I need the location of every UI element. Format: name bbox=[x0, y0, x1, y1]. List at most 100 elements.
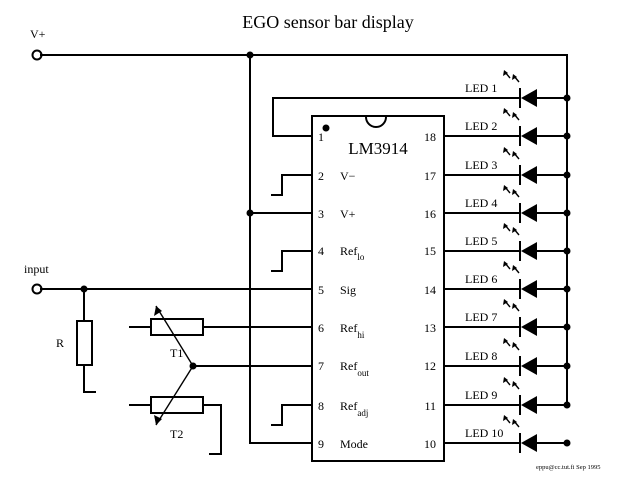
led-label: LED 5 bbox=[465, 234, 497, 248]
trimmer-t1 bbox=[150, 318, 204, 336]
pin-name: Sig bbox=[340, 283, 356, 297]
resistor-ground bbox=[83, 364, 96, 393]
led-1: LED 1 bbox=[465, 70, 571, 108]
led-diode-symbol bbox=[521, 318, 537, 336]
pin1-marker-dot bbox=[322, 124, 330, 132]
junction-dot bbox=[563, 132, 571, 140]
pin-name: Refadj bbox=[340, 399, 368, 418]
pin8-ground bbox=[271, 404, 313, 426]
led-2: LED 2 bbox=[465, 108, 571, 146]
led-diode-symbol bbox=[521, 242, 537, 260]
led-9: LED 9 bbox=[465, 377, 571, 415]
light-arrowhead bbox=[512, 227, 517, 233]
pin-name-sub: hi bbox=[357, 330, 365, 340]
led-6: LED 6 bbox=[465, 261, 571, 299]
light-arrowhead bbox=[512, 342, 517, 348]
diagram-title: EGO sensor bar display bbox=[242, 12, 413, 32]
light-arrowhead bbox=[512, 381, 517, 387]
pin-name: Reflo bbox=[340, 244, 365, 262]
right-pin-labels: 18 17 16 15 14 13 12 11 10 bbox=[424, 130, 436, 451]
pin-number: 4 bbox=[318, 244, 324, 258]
vplus-label: V+ bbox=[30, 27, 46, 41]
pin-number: 17 bbox=[424, 169, 436, 183]
t2-wiper bbox=[155, 365, 194, 426]
light-arrowhead bbox=[503, 185, 508, 191]
pin-number: 12 bbox=[424, 359, 436, 373]
input-label: input bbox=[24, 262, 49, 276]
led-4: LED 4 bbox=[465, 185, 571, 223]
led-diode-symbol bbox=[521, 280, 537, 298]
light-arrowhead bbox=[503, 377, 508, 383]
resistor-r bbox=[76, 320, 93, 366]
junction-dot bbox=[563, 362, 571, 370]
pin1-mode-wire bbox=[272, 97, 521, 137]
pin-number: 7 bbox=[318, 359, 324, 373]
pin-number: 3 bbox=[318, 207, 324, 221]
pin-number: 16 bbox=[424, 207, 436, 221]
pin-number: 10 bbox=[424, 437, 436, 451]
light-arrowhead bbox=[503, 299, 508, 305]
led-diode-symbol bbox=[521, 434, 537, 452]
t1-wiper bbox=[155, 305, 194, 367]
led-diode-symbol bbox=[521, 127, 537, 145]
pin-name: Refout bbox=[340, 359, 369, 378]
junction-dot bbox=[563, 171, 571, 179]
light-arrowhead bbox=[503, 261, 508, 267]
pin-name: Mode bbox=[340, 437, 368, 451]
trimmer-t2 bbox=[150, 396, 204, 414]
pin-number: 15 bbox=[424, 244, 436, 258]
light-arrowhead bbox=[512, 303, 517, 309]
led-label: LED 9 bbox=[465, 388, 497, 402]
t1-label: T1 bbox=[170, 346, 183, 360]
led-7: LED 7 bbox=[465, 299, 571, 337]
pin-number: 6 bbox=[318, 321, 324, 335]
led-5: LED 5 bbox=[465, 223, 571, 261]
t1-wiper-arrow bbox=[154, 306, 162, 316]
pin-number: 18 bbox=[424, 130, 436, 144]
light-arrowhead bbox=[512, 74, 517, 80]
light-arrowhead bbox=[503, 415, 508, 421]
led-label: LED 3 bbox=[465, 158, 497, 172]
lm3914-chip bbox=[311, 115, 445, 462]
pin-name-sub: lo bbox=[357, 252, 365, 262]
author-credit: eppu@cc.tut.fi Sep 1995 bbox=[536, 464, 600, 471]
light-arrowhead bbox=[503, 223, 508, 229]
pin-number: 1 bbox=[318, 130, 324, 144]
led-label: LED 2 bbox=[465, 119, 497, 133]
junction-dot bbox=[563, 285, 571, 293]
pin-number: 5 bbox=[318, 283, 324, 297]
pin-name: Refhi bbox=[340, 321, 365, 340]
light-arrowhead bbox=[503, 70, 508, 76]
pin-name: V− bbox=[340, 169, 356, 183]
t2-ground bbox=[202, 404, 222, 455]
light-arrowhead bbox=[512, 151, 517, 157]
pin-number: 9 bbox=[318, 437, 324, 451]
pin-number: 11 bbox=[424, 399, 436, 413]
led-diode-symbol bbox=[521, 89, 537, 107]
led-label: LED 7 bbox=[465, 310, 497, 324]
pin-number: 13 bbox=[424, 321, 436, 335]
light-arrowhead bbox=[503, 147, 508, 153]
led-drive-wires bbox=[443, 135, 521, 444]
pin-name-base: Ref bbox=[340, 359, 357, 373]
led-10: LED 10 bbox=[465, 415, 571, 453]
pin2-ground bbox=[271, 174, 313, 196]
junction-dot bbox=[563, 94, 571, 102]
junction-dot bbox=[563, 323, 571, 331]
pin-name-base: Ref bbox=[340, 399, 357, 413]
led-diode-symbol bbox=[521, 357, 537, 375]
pin4-ground bbox=[271, 250, 313, 272]
junction-dot bbox=[563, 247, 571, 255]
led-8: LED 8 bbox=[465, 338, 571, 376]
led-diode-symbol bbox=[521, 166, 537, 184]
t2-wiper-arrow bbox=[154, 415, 162, 425]
junction-dot bbox=[563, 209, 571, 217]
led-diode-symbol bbox=[521, 396, 537, 414]
pin-number: 14 bbox=[424, 283, 436, 297]
light-arrowhead bbox=[512, 265, 517, 271]
led-label: LED 1 bbox=[465, 81, 497, 95]
led-bar: LED 1 LED 2 LED 3 LED 4 LED 5 LED 6 LED 7 LED 8… bbox=[465, 70, 571, 453]
pin-number: 2 bbox=[318, 169, 324, 183]
